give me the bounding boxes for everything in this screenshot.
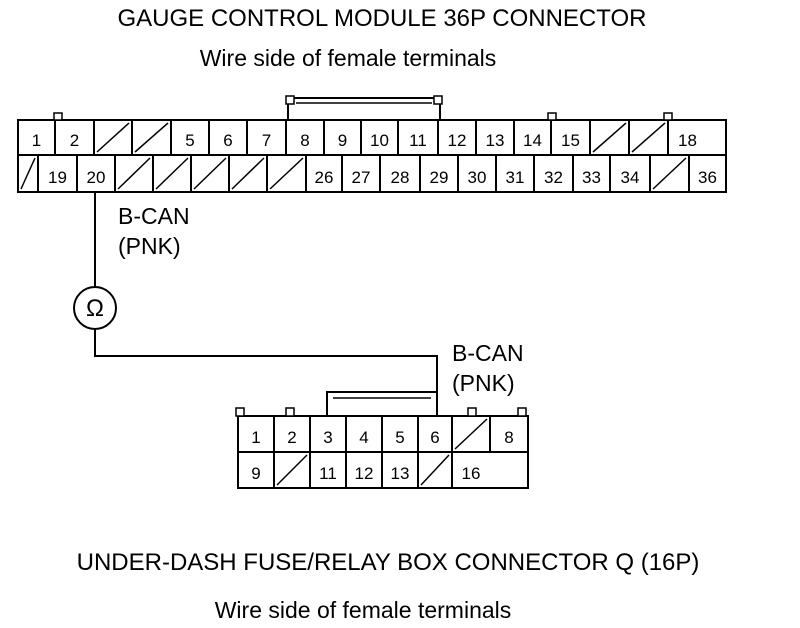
top-row1-empty-cavity	[134, 122, 169, 153]
top-row1-empty-cavity	[96, 122, 130, 153]
top-row1-pin-14: 14	[523, 131, 542, 150]
top-row1-pin-8: 8	[300, 131, 309, 150]
top-row2-pin-29: 29	[430, 168, 449, 187]
bottom-row1-pin-8: 8	[504, 428, 513, 447]
top-row2-pin-33: 33	[582, 168, 601, 187]
top-row2-empty-cavity	[20, 157, 36, 190]
bottom-connector-latch	[326, 391, 438, 416]
top-row2-empty-cavity	[117, 157, 151, 190]
top-wire-label-color: (PNK)	[118, 233, 181, 259]
top-row1-pin-11: 11	[409, 131, 427, 150]
top-row1-pin-7: 7	[262, 131, 271, 150]
top-row1-pin-13: 13	[486, 131, 505, 150]
top-row1-empty-cavity	[592, 122, 627, 153]
bottom-row2-pin-9: 9	[251, 464, 260, 483]
bottom-connector-subtitle: Wire side of female terminals	[215, 597, 512, 623]
bottom-row2-pin-11: 11	[319, 464, 337, 483]
top-row2-pin-19: 19	[48, 168, 67, 187]
top-row2-empty-cavity	[231, 157, 265, 190]
top-row2-pin-32: 32	[544, 168, 563, 187]
bottom-row1-pin-1: 1	[251, 428, 260, 447]
bottom-wire-label-color: (PNK)	[452, 370, 515, 396]
top-row1-pin-6: 6	[223, 131, 232, 150]
top-row2-pin-34: 34	[621, 168, 640, 187]
bottom-wire-label-name: B-CAN	[452, 340, 524, 366]
bottom-row2-pin-12: 12	[355, 464, 374, 483]
top-row1-empty-cavity	[631, 122, 666, 153]
top-row2-empty-cavity	[193, 157, 227, 190]
top-row2-pin-20: 20	[87, 168, 106, 187]
top-row2-empty-cavity	[155, 157, 189, 190]
ohm-symbol: Ω	[86, 295, 104, 322]
top-row2-empty-cavity	[652, 157, 687, 190]
top-row1-pin-10: 10	[370, 131, 389, 150]
bottom-row1-pin-6: 6	[430, 428, 439, 447]
top-row1-pin-9: 9	[338, 131, 347, 150]
bottom-row1-pin-5: 5	[395, 428, 404, 447]
top-wire-label-name: B-CAN	[118, 203, 190, 229]
bottom-connector-title: UNDER-DASH FUSE/RELAY BOX CONNECTOR Q (1…	[77, 549, 700, 576]
top-row2-pin-27: 27	[352, 168, 371, 187]
top-row1-pin-1: 1	[32, 131, 41, 150]
bottom-row1-pin-4: 4	[359, 428, 368, 447]
top-row1-pin-15: 15	[561, 131, 580, 150]
bottom-row1-pin-3: 3	[323, 428, 332, 447]
bottom-row1-empty-cavity	[454, 418, 488, 450]
top-row1-pin-5: 5	[185, 131, 194, 150]
top-row1-pin-12: 12	[448, 131, 467, 150]
top-connector-title: GAUGE CONTROL MODULE 36P CONNECTOR	[118, 5, 647, 32]
bottom-row1-pin-2: 2	[287, 428, 296, 447]
bottom-row2-empty-cavity	[276, 454, 308, 486]
top-row1-pin-18: 18	[678, 131, 697, 150]
bottom-row2-pin-13: 13	[391, 464, 410, 483]
top-row2-pin-36: 36	[698, 168, 717, 187]
top-row2-pin-28: 28	[391, 168, 410, 187]
top-connector-subtitle: Wire side of female terminals	[200, 45, 497, 71]
top-connector-latch	[287, 97, 441, 120]
top-row2-pin-26: 26	[315, 168, 334, 187]
bottom-row2-pin-16: 16	[462, 464, 481, 483]
top-row2-pin-30: 30	[468, 168, 487, 187]
bottom-row2-empty-cavity	[420, 454, 450, 486]
top-row2-pin-31: 31	[506, 168, 525, 187]
top-row2-empty-cavity	[269, 157, 304, 190]
top-row1-pin-2: 2	[70, 131, 79, 150]
b-can-wire: Ω	[73, 192, 438, 412]
